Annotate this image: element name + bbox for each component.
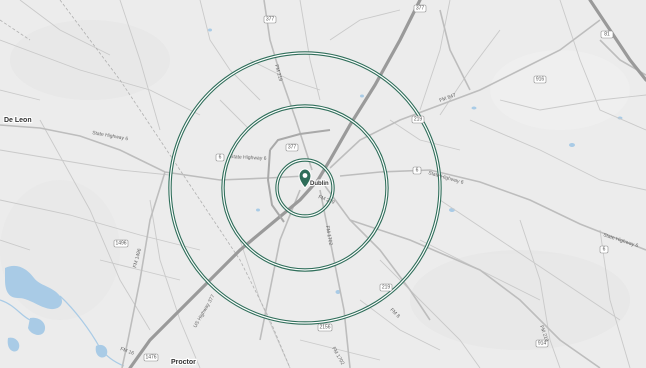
shield-916: 916 [533, 75, 547, 84]
shield-6-far-right: 6 [599, 245, 609, 254]
location-pin-icon[interactable] [298, 168, 312, 189]
svg-text:81: 81 [604, 32, 610, 38]
label-fm-219-center: FM 219 [317, 194, 335, 206]
radius-rings [168, 51, 442, 325]
label-fm-1496: FM 1496 [132, 248, 143, 269]
svg-text:219: 219 [414, 117, 423, 123]
boundary-lines [0, 0, 291, 368]
shield-377-center: 377 [285, 143, 299, 152]
svg-text:6: 6 [219, 155, 222, 161]
svg-text:219: 219 [382, 285, 391, 291]
label-fm-219-north: FM 219 [273, 64, 283, 82]
svg-text:914: 914 [538, 341, 547, 347]
svg-text:377: 377 [266, 17, 275, 23]
water-features [0, 28, 623, 367]
svg-text:1496: 1496 [115, 241, 126, 247]
town-labels: De Leon De Leon Dublin Dublin Proctor Pr… [3, 116, 330, 367]
town-de-leon: De Leon [4, 117, 32, 124]
shield-914: 914 [535, 339, 549, 348]
svg-text:Proctor: Proctor [171, 359, 196, 366]
label-fm-1702: FM 1702 [324, 225, 333, 246]
svg-text:Dublin: Dublin [310, 181, 329, 187]
svg-text:377: 377 [416, 6, 425, 12]
label-fm-219-far-se: FM 219 [538, 325, 550, 343]
shield-219-bottom: 219 [379, 283, 393, 292]
shield-377-top: 377 [263, 15, 277, 24]
terrain-shading [0, 20, 630, 350]
label-state-hwy-6-center: State Highway 6 [230, 154, 267, 162]
shield-219-right: 219 [411, 115, 425, 124]
shield-1476: 1476 [143, 353, 159, 362]
svg-text:377: 377 [288, 145, 297, 151]
shield-1496: 1496 [113, 239, 129, 248]
shield-2156: 2156 [317, 323, 333, 332]
svg-text:6: 6 [416, 168, 419, 174]
highway-shields: 377 377 81 916 6 377 6 6 219 1496 219 21… [113, 4, 614, 362]
svg-text:916: 916 [536, 77, 545, 83]
label-fm-16: FM 16 [119, 346, 135, 357]
shield-377-top-right: 377 [413, 4, 427, 13]
label-fm-847: FM 847 [439, 92, 457, 104]
shield-6-right: 6 [412, 166, 422, 175]
main-highways [128, 0, 646, 368]
town-proctor: Proctor [171, 359, 196, 366]
svg-text:6: 6 [603, 247, 606, 253]
svg-text:1476: 1476 [145, 355, 156, 361]
svg-text:2156: 2156 [319, 325, 330, 331]
shield-81: 81 [600, 30, 614, 39]
shield-6-left: 6 [215, 153, 225, 162]
svg-text:De Leon: De Leon [4, 117, 32, 124]
town-dublin: Dublin [310, 181, 329, 187]
